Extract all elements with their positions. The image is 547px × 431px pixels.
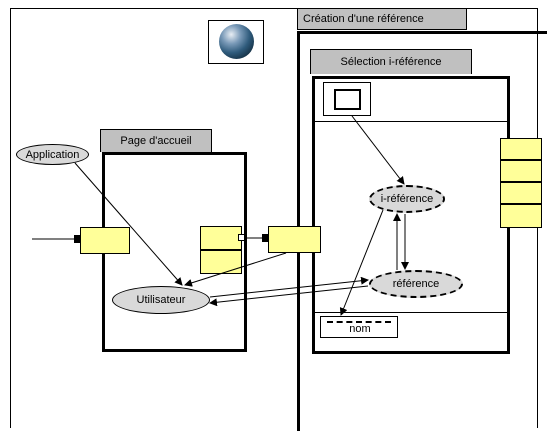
user-to-ref-arrow: [209, 276, 369, 298]
i-reference-node[interactable]: i-référence: [369, 185, 445, 213]
app-to-user-arrow: [74, 162, 183, 286]
input-port: [74, 235, 81, 243]
image-to-ireference-arrow: [351, 115, 405, 185]
reference-node[interactable]: référence: [369, 270, 463, 298]
output-port: [238, 234, 245, 241]
selection-title: Sélection i-référence: [310, 49, 472, 74]
selection-divider-bottom: [315, 312, 507, 313]
accueil-tab-bottom[interactable]: [200, 250, 242, 274]
application-node[interactable]: Application: [16, 144, 89, 165]
input-tab[interactable]: [80, 227, 130, 254]
accueil-title: Page d'accueil: [100, 129, 212, 152]
diagram-arrows: [32, 115, 409, 316]
right-tab-4[interactable]: [500, 204, 542, 228]
nom-label: nom: [349, 323, 371, 335]
globe-image-frame: [208, 20, 264, 64]
right-tab-3[interactable]: [500, 182, 542, 204]
tab-to-user-arrow: [184, 252, 287, 287]
ref-to-user-arrow: [209, 285, 369, 307]
right-tab-2[interactable]: [500, 160, 542, 182]
nom-field[interactable]: nom: [320, 316, 398, 338]
connector-port: [262, 234, 269, 242]
utilisateur-node[interactable]: Utilisateur: [112, 286, 210, 314]
image-widget[interactable]: [323, 82, 371, 116]
selection-divider-top: [315, 121, 507, 122]
accueil-tab-top[interactable]: [200, 226, 242, 250]
creation-title: Création d'une référence: [297, 8, 467, 30]
right-tab-1[interactable]: [500, 138, 542, 160]
iref-to-nom-arrow: [339, 209, 384, 316]
earth-globe-icon: [219, 24, 254, 59]
